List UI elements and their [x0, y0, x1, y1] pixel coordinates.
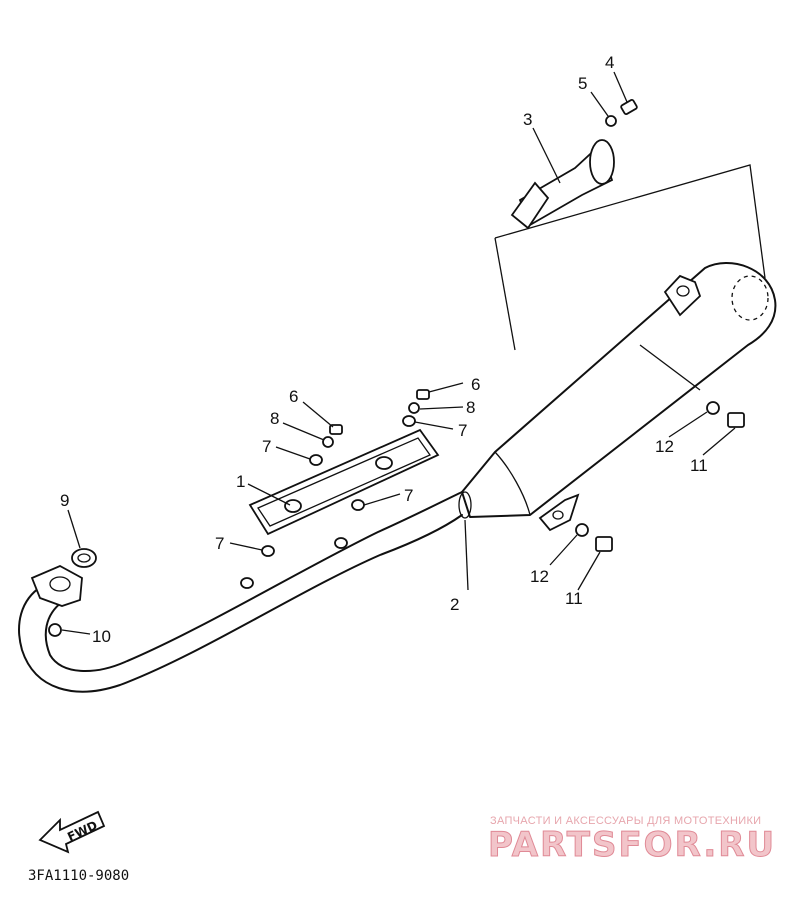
- callout-7-upper-left: 7: [262, 437, 271, 456]
- callout-2: 2: [450, 595, 459, 614]
- callout-7-upper-right: 7: [458, 421, 467, 440]
- fasteners: [261, 99, 745, 557]
- spark-arrester: [494, 139, 766, 391]
- callout-5: 5: [578, 74, 587, 93]
- callout-7-middle: 7: [404, 486, 413, 505]
- callout-4: 4: [605, 53, 614, 72]
- callout-1: 1: [236, 472, 245, 491]
- callout-7-lower-left: 7: [215, 534, 224, 553]
- callout-12-right: 12: [655, 437, 674, 456]
- callout-labels: 1 2 3 4 5 6 6 7 7 7 7 8 8 9 10 11 11 12 …: [60, 53, 708, 646]
- callout-10: 10: [92, 627, 111, 646]
- gasket: [71, 548, 97, 568]
- callout-12-lower: 12: [530, 567, 549, 586]
- callout-3: 3: [523, 110, 532, 129]
- diagram-code: 3FA1110-9080: [28, 868, 129, 884]
- fwd-arrow: FWD: [38, 810, 106, 854]
- exhaust-pipe: [18, 491, 463, 693]
- muffler: [458, 262, 777, 532]
- watermark-brand: PARTSFOR.RU: [488, 825, 776, 865]
- heat-protector: [248, 428, 440, 536]
- callout-6-right: 6: [471, 375, 480, 394]
- callout-11-lower: 11: [565, 589, 583, 608]
- callout-8-right: 8: [466, 398, 475, 417]
- leader-lines: [61, 71, 736, 635]
- callout-8-left: 8: [270, 409, 279, 428]
- watermark-tagline: ЗАПЧАСТИ И АКСЕССУАРЫ ДЛЯ МОТОТЕХНИКИ: [490, 815, 761, 827]
- callout-11-right: 11: [690, 456, 708, 475]
- watermark: ЗАПЧАСТИ И АКСЕССУАРЫ ДЛЯ МОТОТЕХНИКИ PA…: [488, 815, 776, 866]
- callout-6-left: 6: [289, 387, 298, 406]
- callout-9: 9: [60, 491, 69, 510]
